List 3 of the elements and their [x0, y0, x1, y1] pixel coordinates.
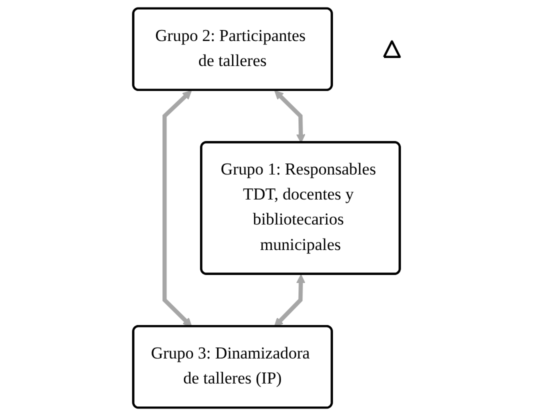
arrow [274, 274, 306, 328]
arrow [274, 90, 306, 144]
arrow [162, 90, 192, 328]
